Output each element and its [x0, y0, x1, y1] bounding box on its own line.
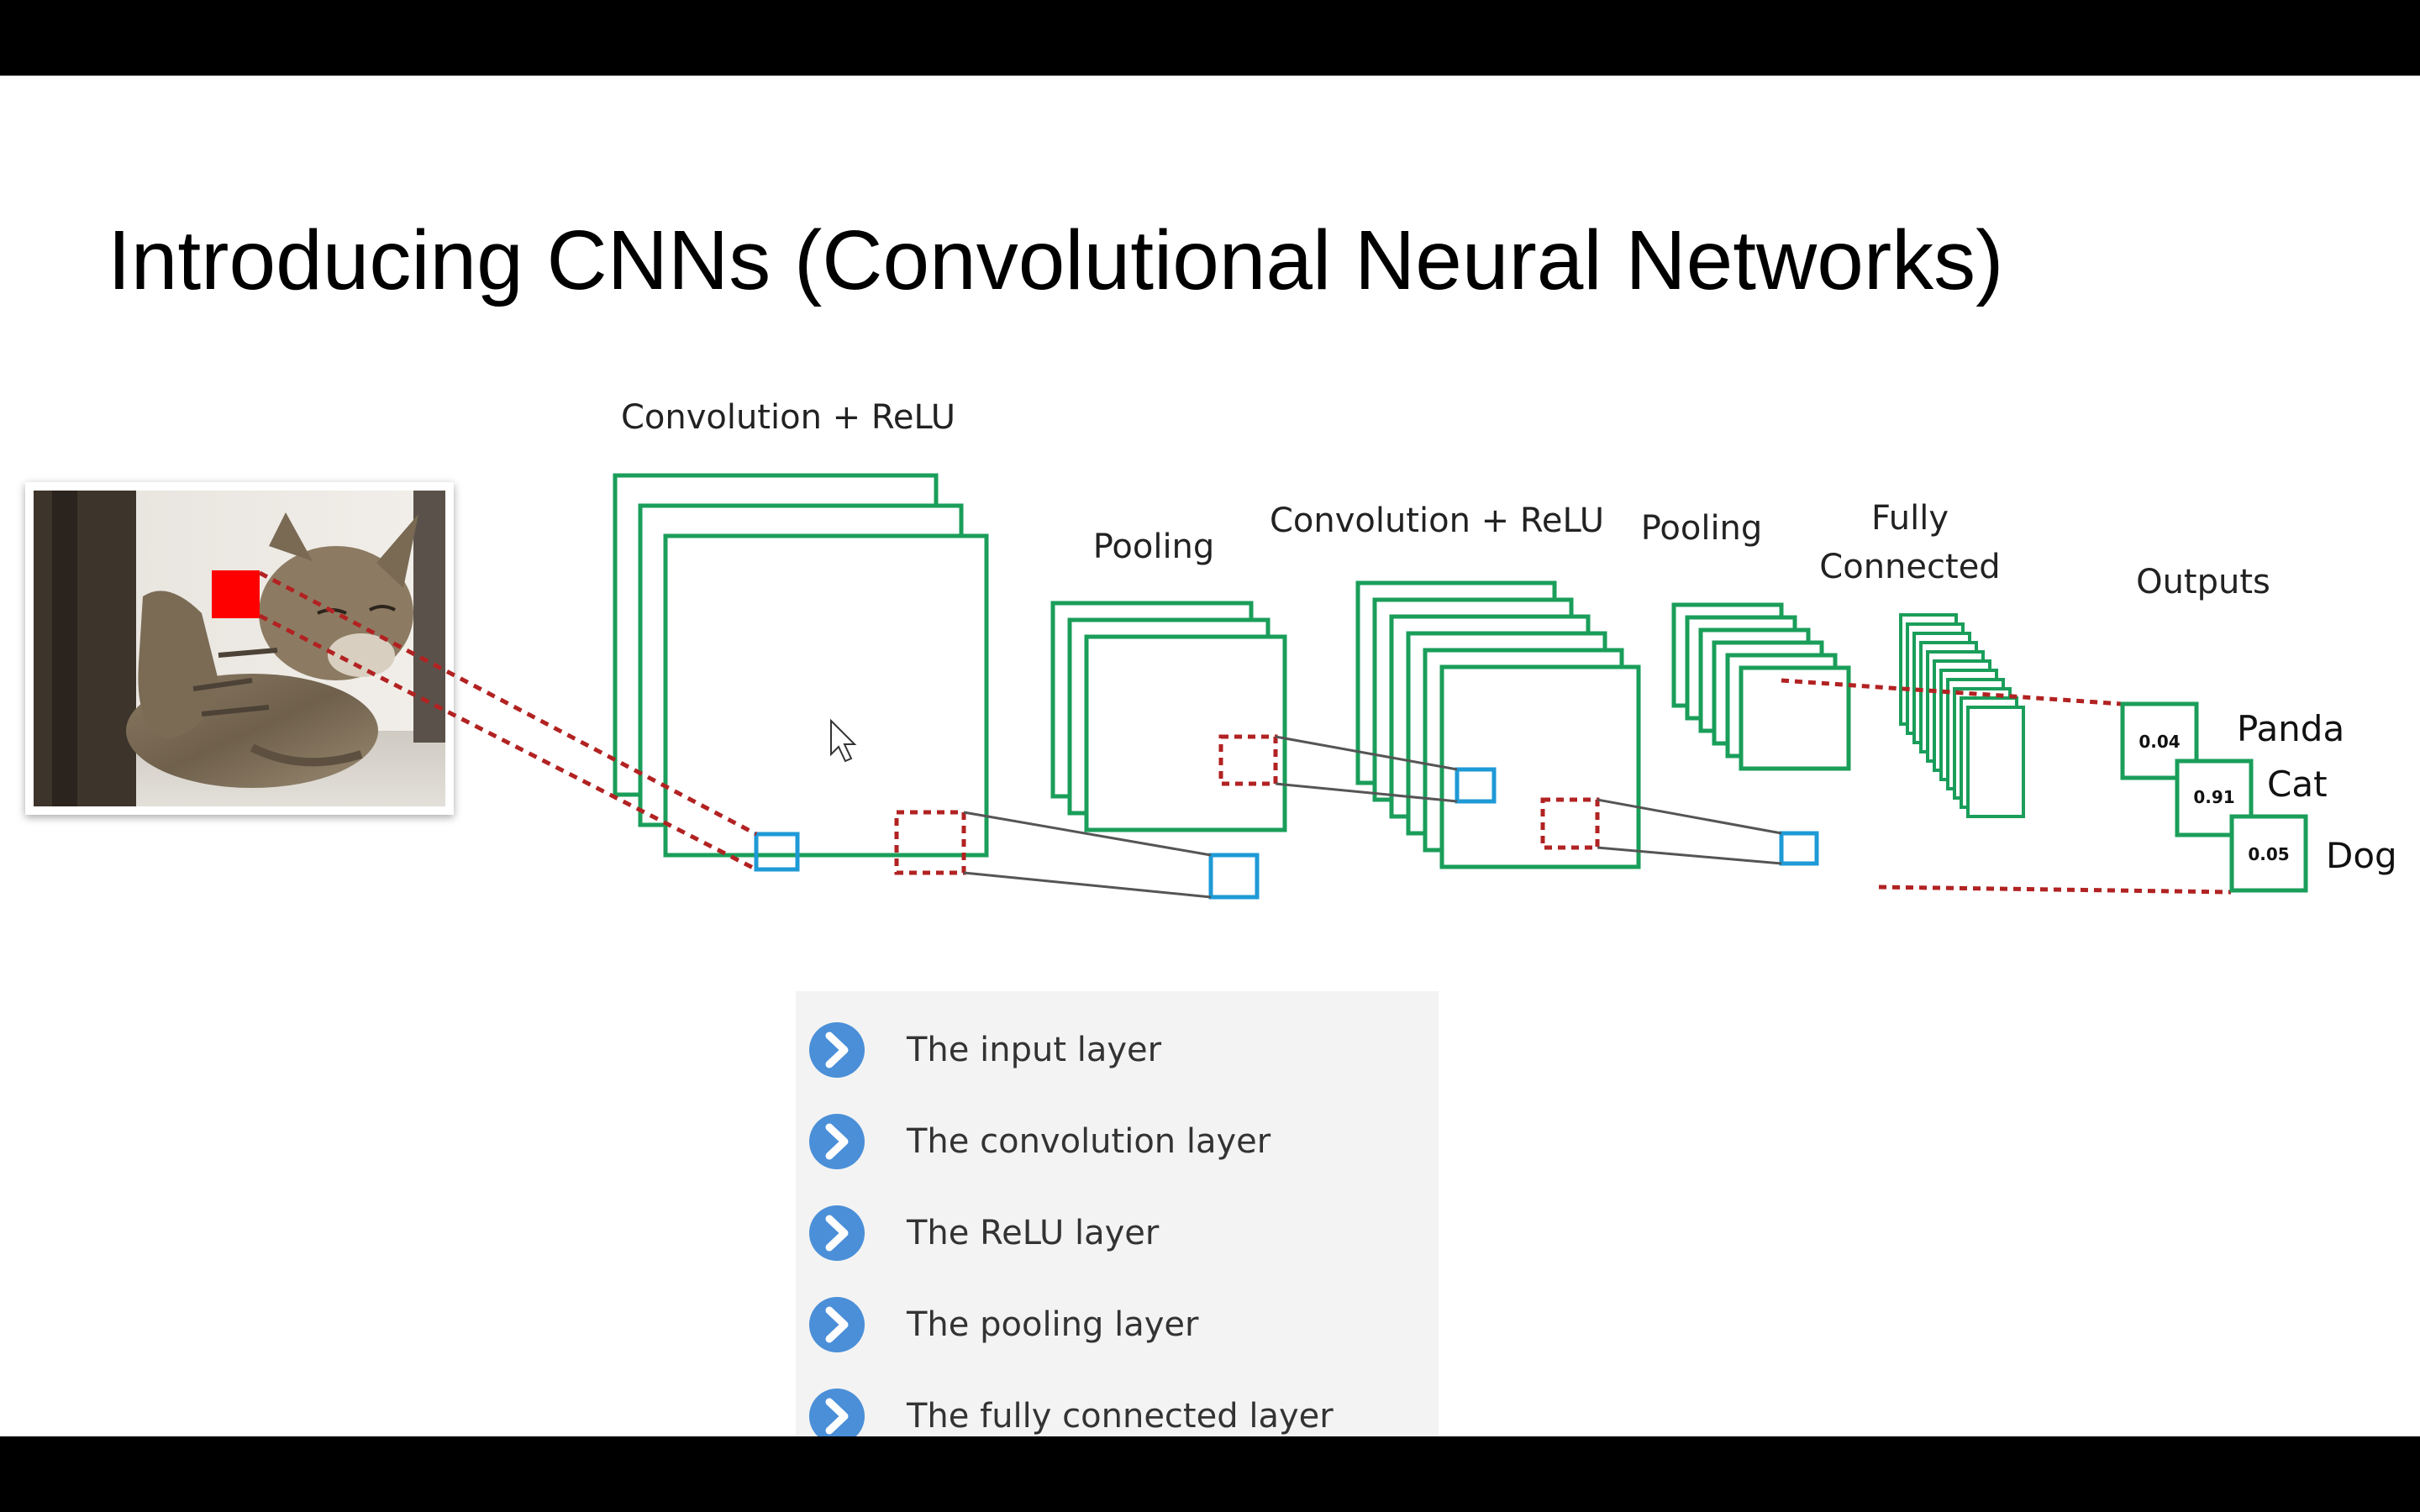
output-value-dog: 0.05 [2248, 844, 2289, 864]
receptive-field-pool2 [1779, 831, 1819, 866]
letterbox-top [0, 0, 2420, 76]
feature-maps-conv2 [1355, 580, 1641, 869]
layers-list: The input layer The convolution layer Th… [796, 991, 1439, 1436]
receptive-field-pool1 [1208, 853, 1260, 900]
output-class-dog: Dog [2326, 835, 2397, 876]
receptive-field-conv2 [1455, 767, 1497, 804]
chevron-right-circle-icon [809, 1114, 865, 1169]
output-value-cat: 0.91 [2193, 787, 2234, 807]
stage-label-conv1: Convolution + ReLU [621, 398, 955, 437]
list-item: The input layer [809, 1021, 1161, 1079]
input-projection-lines [258, 570, 758, 872]
chevron-right-circle-icon [809, 1297, 865, 1352]
feature-map [663, 533, 989, 858]
output-class-cat: Cat [2267, 764, 2328, 805]
stage-label-conv2: Convolution + ReLU [1270, 501, 1604, 540]
output-box-dog [2229, 814, 2308, 893]
fc-connection-lines [1781, 678, 2232, 895]
pool-region-3 [1540, 797, 1600, 850]
list-item: The ReLU layer [809, 1204, 1159, 1263]
pool-region-1 [894, 810, 966, 875]
stage-label-pool2: Pooling [1641, 509, 1763, 548]
output-class-panda: Panda [2237, 708, 2344, 749]
list-item-label: The convolution layer [907, 1122, 1271, 1161]
feature-map [1084, 634, 1287, 832]
feature-maps-pool2 [1671, 602, 1851, 771]
chevron-right-circle-icon [809, 1389, 865, 1436]
feature-maps-pool1 [1050, 601, 1287, 832]
list-item: The convolution layer [809, 1112, 1270, 1171]
stage-label-fc-line2: Connected [1819, 548, 2000, 586]
chevron-right-circle-icon [809, 1205, 865, 1261]
cat-figure [126, 512, 418, 788]
output-value-panda: 0.04 [2139, 732, 2180, 752]
list-item: The fully connected layer [809, 1387, 1334, 1436]
letterbox-bottom [0, 1436, 2420, 1512]
list-item-label: The fully connected layer [907, 1397, 1334, 1436]
stage-label-fc-line1: Fully [1871, 499, 1949, 538]
feature-map [1439, 664, 1641, 869]
slide-title: Introducing CNNs (Convolutional Neural N… [108, 213, 2004, 307]
output-boxes: 0.04 0.91 0.05 [2120, 701, 2308, 893]
pooling-connection-lines [963, 735, 1782, 899]
pool-region-2 [1218, 734, 1278, 786]
receptive-field-conv1 [754, 832, 800, 872]
feature-map [1966, 706, 2025, 818]
cnn-diagram: Convolution + ReLU Pooling Convolution +… [25, 398, 2397, 900]
list-item-label: The ReLU layer [907, 1214, 1160, 1252]
chevron-right-circle-icon [809, 1022, 865, 1078]
input-patch [212, 570, 260, 618]
input-image [25, 482, 454, 815]
list-item-label: The input layer [907, 1031, 1162, 1069]
feature-maps-conv1 [613, 473, 989, 858]
stage-label-pool1: Pooling [1093, 528, 1215, 566]
list-item: The pooling layer [809, 1295, 1198, 1354]
slide: Introducing CNNs (Convolutional Neural N… [0, 76, 2420, 1436]
fully-connected-stack [1899, 613, 2025, 818]
feature-map [1739, 665, 1851, 771]
mouse-cursor-icon [830, 718, 857, 763]
stage-label-outputs: Outputs [2136, 563, 2270, 601]
list-item-label: The pooling layer [907, 1305, 1199, 1344]
